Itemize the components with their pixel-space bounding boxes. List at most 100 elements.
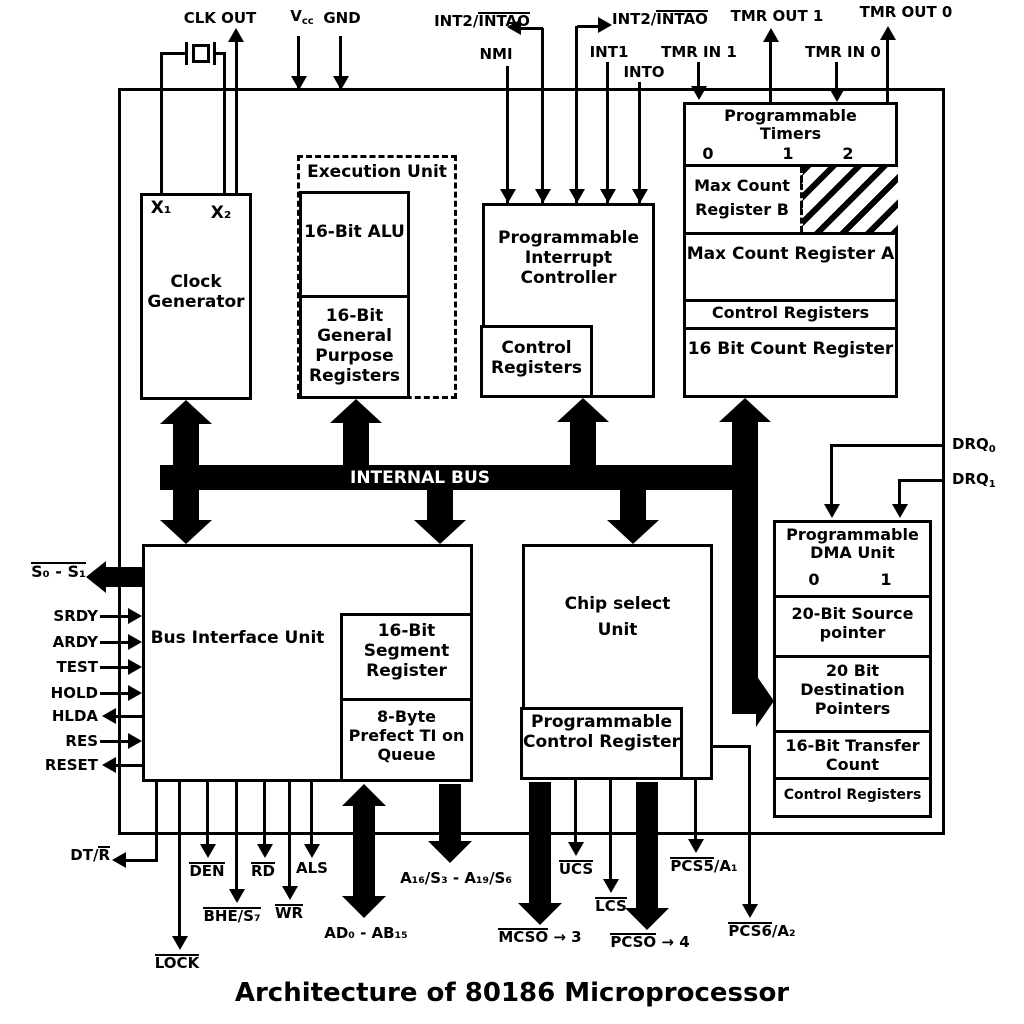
res-line (100, 740, 130, 743)
pin-label-ardy: ARDY (52, 633, 98, 651)
pic-bus-arrow-up-icon (557, 398, 609, 422)
dma-control-registers-label: Control Registers (783, 787, 922, 803)
test-line (100, 666, 130, 669)
clock-bus-arrow-up-icon (160, 400, 212, 424)
timer-channel-1: 1 (782, 144, 794, 163)
tmr-in-0-line (835, 62, 838, 90)
wr-arrow-down-icon (282, 886, 298, 900)
tmr-out-1-arrow-up-icon (763, 28, 779, 42)
pin-label-gnd: GND (323, 9, 361, 27)
timer-channel-2: 2 (842, 144, 854, 163)
srdy-line (100, 615, 130, 618)
interrupt-controller-label: Programmable Interrupt Controller (498, 228, 639, 289)
crystal-icon (192, 44, 210, 63)
pic-control-registers-label: Control Registers (491, 338, 582, 379)
x1-line (160, 52, 163, 193)
internal-bus (160, 465, 758, 490)
pin-label-drq0: DRQ0 (952, 435, 996, 455)
gp-registers-block (299, 295, 410, 399)
internal-bus-label: INTERNAL BUS (350, 468, 490, 488)
pin-label-vcc: Vcc (290, 7, 314, 27)
ad-bus-shaft (353, 804, 375, 898)
clk-out-line (235, 42, 238, 193)
pcso-arrow-down-icon (625, 908, 669, 930)
chip-select-bus-arrow-down-icon (607, 520, 659, 544)
den-line (206, 782, 209, 846)
lock-line (178, 782, 181, 938)
tmr-out-0-line (886, 40, 889, 102)
dtr-line-v (155, 782, 158, 862)
pin-label-den: DEN (189, 862, 225, 880)
pin-label-tmr-out-0: TMR OUT 0 (859, 3, 953, 21)
timers-control-registers-label: Control Registers (711, 303, 870, 322)
mcso-shaft (529, 782, 551, 905)
clk-out-arrow-up-icon (228, 28, 244, 42)
drq1-line-v (898, 479, 901, 505)
exec-bus-shaft (343, 421, 369, 467)
rd-arrow-down-icon (257, 844, 273, 858)
pin-label-wr: WR (274, 904, 304, 922)
dtr-line-h (126, 859, 158, 862)
pcs6-arrow-down-icon (742, 904, 758, 918)
vcc-line (297, 36, 300, 90)
gnd-line (339, 36, 342, 90)
crystal-plate (185, 42, 188, 65)
den-arrow-down-icon (200, 844, 216, 858)
pic-control-registers-block (480, 325, 593, 398)
biu-bus-shaft (427, 488, 453, 522)
exec-bus-arrow-up-icon (330, 399, 382, 423)
clock-generator-block (140, 193, 252, 400)
bhe-line (235, 782, 238, 891)
into-arrow-down-icon (632, 189, 648, 203)
hold-arrow-right-icon (128, 685, 142, 701)
lock-arrow-down-icon (172, 936, 188, 950)
pin-label-lock: LOCK (154, 954, 200, 972)
biu-bus-arrow-down-icon (414, 520, 466, 544)
s0-s1-arrow-left-icon (86, 561, 106, 593)
timers-bus-arrow-up-icon (719, 398, 771, 422)
ardy-arrow-right-icon (128, 634, 142, 650)
x2-line (223, 52, 226, 193)
pin-label-als: ALS (296, 859, 328, 877)
res-arrow-right-icon (128, 733, 142, 749)
pcs5-arrow-down-icon (688, 839, 704, 853)
pin-label-pcs6: PCS6/A₂ (728, 922, 796, 940)
pin-label-srdy: SRDY (53, 607, 98, 625)
tmr-in-0-arrow-down-icon (829, 88, 845, 102)
crystal-plate (213, 42, 216, 65)
pin-label-ad-bus: AD₀ - AB₁₅ (324, 924, 408, 942)
ad-bus-arrow-down-icon (342, 896, 386, 918)
x1-label: X₁ (150, 198, 172, 218)
tmr-out-0-arrow-up-icon (880, 26, 896, 40)
max-count-register-a-block (683, 232, 898, 302)
pin-label-into: INTO (623, 63, 665, 81)
drq0-line-h (830, 444, 945, 447)
chip-select-bus-shaft (620, 488, 646, 522)
pin-label-hold: HOLD (50, 684, 98, 702)
rd-line (263, 782, 266, 846)
source-pointer-label: 20-Bit Source pointer (791, 604, 914, 642)
pin-label-ucs: UCS (558, 860, 594, 878)
pin-label-int2-intao-right: INT2/INTAO (612, 10, 708, 28)
int2-right-line (575, 26, 578, 203)
int1-arrow-down-icon (600, 189, 616, 203)
page-title: Architecture of 80186 Microprocessor (234, 978, 790, 1008)
transfer-count-label: 16-Bit Transfer Count (785, 736, 920, 774)
programmable-control-register-block (520, 707, 683, 780)
pin-label-dt-r: DT/R (70, 846, 110, 864)
bhe-arrow-down-icon (229, 889, 245, 903)
test-arrow-right-icon (128, 659, 142, 675)
hlda-arrow-left-icon (102, 708, 116, 724)
ad-bus-arrow-up-icon (342, 784, 386, 806)
nmi-line (506, 66, 509, 203)
pin-label-drq1: DRQ1 (952, 470, 996, 490)
nmi-arrow-down-icon (500, 189, 516, 203)
int2-right-arrow-down-icon (569, 189, 585, 203)
ardy-line (100, 641, 130, 644)
programmable-control-register-label: Programmable Control Register (523, 712, 680, 753)
ucs-line (574, 780, 577, 844)
drq1-line-h (898, 479, 945, 482)
